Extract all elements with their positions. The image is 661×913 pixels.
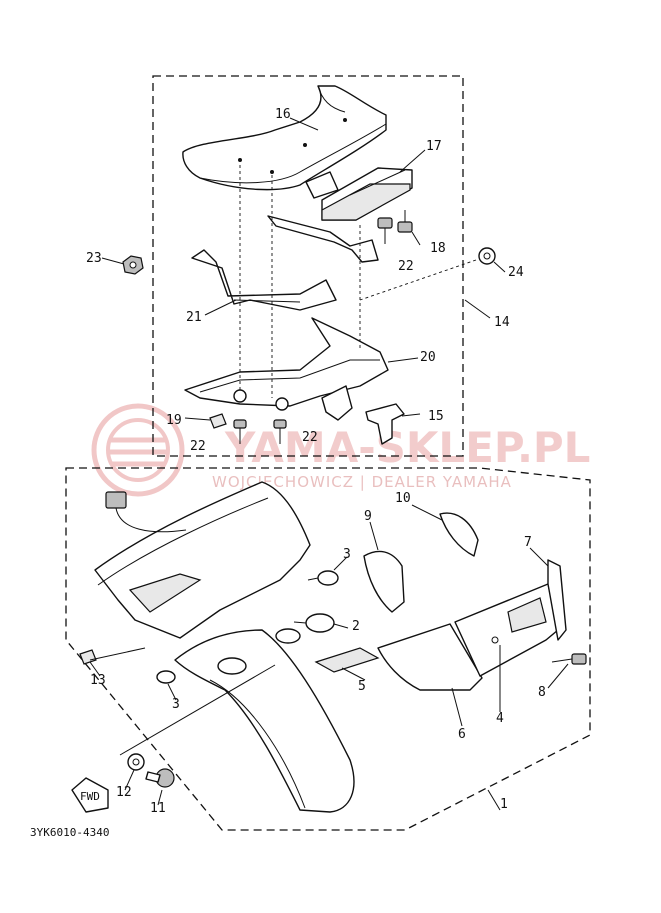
watermark-logo-icon xyxy=(91,403,185,497)
callout-9: 9 xyxy=(364,509,372,524)
leader-lines xyxy=(89,117,569,811)
part-2-bulb xyxy=(293,613,335,633)
callout-3-upper: 3 xyxy=(343,547,351,562)
part-13-nut xyxy=(79,649,97,665)
callout-19: 19 xyxy=(166,413,182,428)
fwd-label: FWD xyxy=(80,790,100,803)
part-4-lens-housing xyxy=(454,583,559,677)
part-18-screw xyxy=(397,210,413,233)
callout-6: 6 xyxy=(458,727,466,742)
watermark-dealer: WOJCIECHOWICZ | DEALER YAMAHA xyxy=(212,473,512,491)
part-22-screw-right xyxy=(273,419,287,444)
part-21-bracket xyxy=(191,215,379,311)
callout-23: 23 xyxy=(86,251,102,266)
part-3-bulb-lower xyxy=(156,670,176,684)
callout-15: 15 xyxy=(428,409,444,424)
callout-14: 14 xyxy=(494,315,510,330)
part-8-screw xyxy=(551,653,587,665)
callout-13: 13 xyxy=(90,673,106,688)
callout-12: 12 xyxy=(116,785,132,800)
part-22-screw-top xyxy=(377,217,393,244)
part-12-washer xyxy=(127,753,145,771)
part-22-screw-left xyxy=(233,419,247,444)
callout-22-left: 22 xyxy=(190,439,206,454)
callout-4: 4 xyxy=(496,711,504,726)
callouts: 16 17 23 18 22 24 21 14 20 19 15 22 22 1… xyxy=(86,107,546,816)
callout-1: 1 xyxy=(500,797,508,812)
fwd-arrow-icon: FWD xyxy=(71,777,109,813)
callout-22-top: 22 xyxy=(398,259,414,274)
part-19-pad xyxy=(209,413,227,429)
part-6-tail-lens xyxy=(377,623,483,691)
callout-22-right: 22 xyxy=(302,430,318,445)
part-10-lens xyxy=(439,512,479,557)
callout-20: 20 xyxy=(420,350,436,365)
callout-16: 16 xyxy=(275,107,291,122)
part-23-nut xyxy=(122,255,144,275)
watermark-brand: YAMA-SKLEP.PL xyxy=(224,423,590,472)
assembly-1-boundary xyxy=(65,467,591,831)
part-17-license-lamp xyxy=(305,167,413,221)
part-3-bulb-upper xyxy=(307,570,339,586)
part-9-reflector xyxy=(363,550,405,613)
callout-3-lower: 3 xyxy=(172,697,180,712)
part-24-grommet xyxy=(359,247,496,301)
part-1-tail-housing xyxy=(94,481,355,813)
callout-17: 17 xyxy=(426,139,442,154)
part-16-cover xyxy=(182,85,387,191)
callout-7: 7 xyxy=(524,535,532,550)
part-connector xyxy=(105,491,187,533)
part-11-bolt xyxy=(145,768,175,788)
part-20-base-plate xyxy=(184,317,389,421)
part-15-clip xyxy=(365,403,405,445)
callout-2: 2 xyxy=(352,619,360,634)
watermark: YAMA-SKLEP.PL WOJCIECHOWICZ | DEALER YAM… xyxy=(91,403,590,497)
part-7-side-panel xyxy=(547,559,567,641)
callout-11: 11 xyxy=(150,801,166,816)
callout-21: 21 xyxy=(186,310,202,325)
assembly-14-boundary xyxy=(152,75,464,457)
callout-5: 5 xyxy=(358,679,366,694)
callout-18: 18 xyxy=(430,241,446,256)
part-5-pad xyxy=(314,647,380,673)
callout-24: 24 xyxy=(508,265,524,280)
callout-10: 10 xyxy=(395,491,411,506)
callout-8: 8 xyxy=(538,685,546,700)
reference-code: 3YK6010-4340 xyxy=(30,826,109,839)
